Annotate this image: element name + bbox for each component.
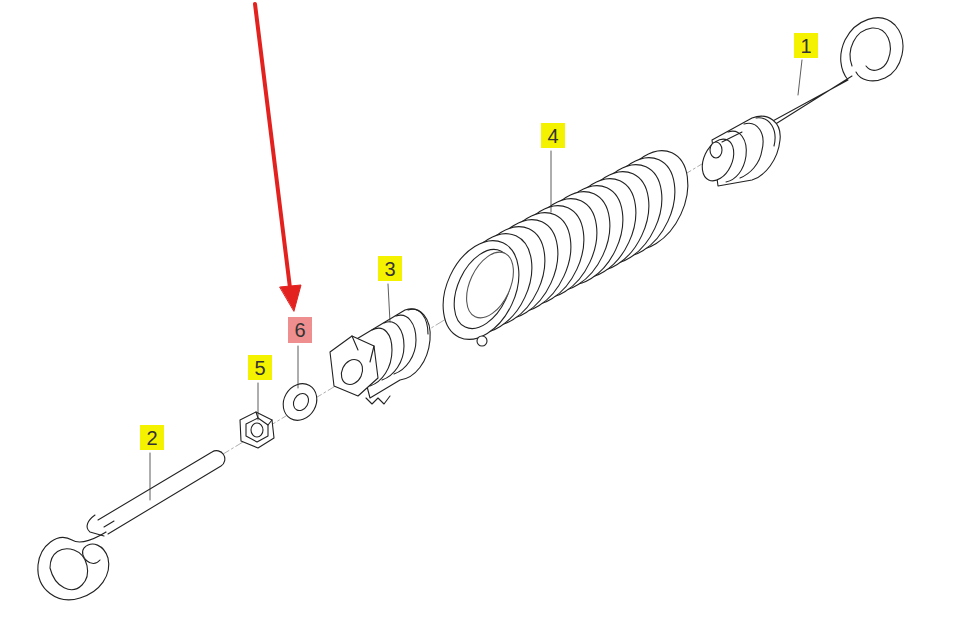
leader-lines bbox=[150, 60, 802, 500]
adjuster-nut bbox=[330, 309, 430, 404]
callout-number: 5 bbox=[248, 355, 272, 380]
washer bbox=[277, 378, 324, 427]
callout-number: 2 bbox=[140, 425, 164, 450]
center-axis bbox=[205, 150, 725, 465]
callout-number: 4 bbox=[541, 123, 565, 148]
eye-bolt bbox=[38, 451, 225, 600]
lock-nut bbox=[240, 412, 274, 448]
pointer-arrow bbox=[255, 4, 301, 311]
callout-number: 3 bbox=[378, 256, 402, 281]
callout-number: 1 bbox=[794, 33, 818, 58]
spring bbox=[428, 139, 703, 352]
callout-number: 6 bbox=[288, 317, 312, 343]
eye-adjuster bbox=[696, 18, 903, 186]
